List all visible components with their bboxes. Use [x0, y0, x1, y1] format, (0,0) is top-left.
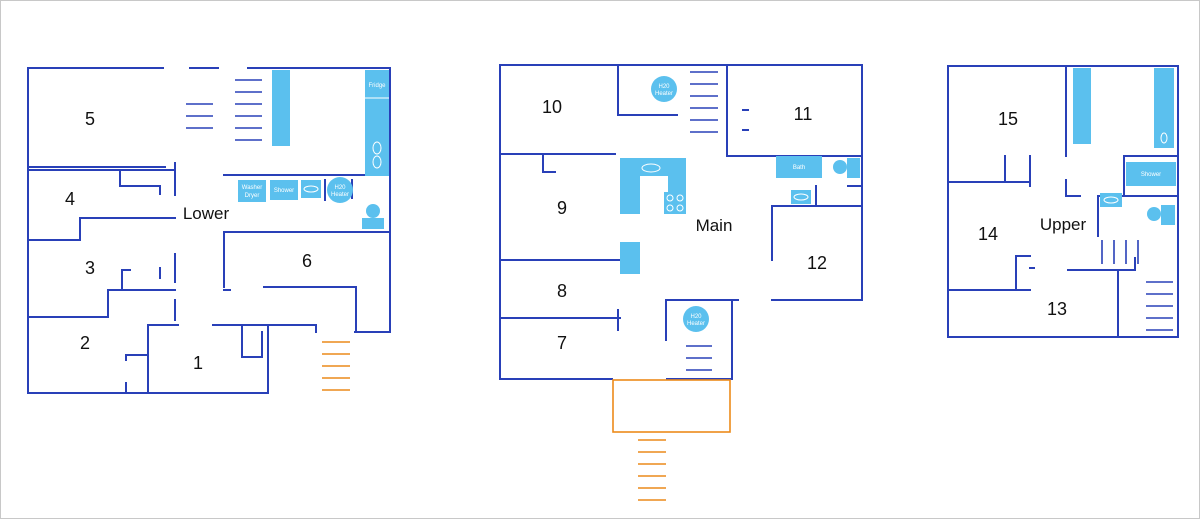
kitchen-counter-icon — [620, 158, 686, 214]
room-9-label: 9 — [557, 198, 567, 218]
room-6-label: 6 — [302, 251, 312, 271]
lower-floor-plan: Fridge Washer Dryer Shower H20 Heater 5 … — [27, 67, 391, 394]
water-heater-icon — [683, 306, 709, 332]
lower-exterior-stairs — [322, 341, 350, 391]
sink-icon — [301, 180, 321, 198]
sink-icon — [791, 190, 811, 204]
lower-heater-label: Heater — [331, 192, 349, 198]
main-floor-label: Main — [696, 216, 733, 235]
upper-floor-plan: Shower 15 14 13 Upper — [947, 65, 1179, 338]
room-4-label: 4 — [65, 189, 75, 209]
bath-label: Bath — [793, 165, 805, 171]
upper-floor-label: Upper — [1040, 215, 1087, 234]
toilet-icon — [1147, 207, 1161, 221]
deck — [612, 379, 731, 433]
shower-stall-icon — [1154, 68, 1174, 148]
room-11-label: 11 — [794, 104, 813, 124]
lower-interior-stairs — [186, 79, 262, 141]
water-heater-icon — [651, 76, 677, 102]
room-14-label: 14 — [978, 224, 998, 244]
fridge-icon — [365, 70, 389, 176]
main-heater-label-2: Heater — [687, 321, 705, 327]
lower-shower-label: Shower — [274, 188, 294, 194]
stove-icon — [664, 192, 686, 214]
room-3-label: 3 — [85, 258, 95, 278]
island-icon — [620, 242, 640, 274]
shower-icon — [270, 180, 298, 200]
room-1-label: 1 — [193, 353, 203, 373]
fridge-label: Fridge — [368, 83, 386, 89]
room-2-label: 2 — [80, 333, 90, 353]
upper-shower-label: Shower — [1141, 172, 1161, 178]
room-15-label: 15 — [998, 109, 1018, 129]
room-5-label: 5 — [85, 109, 95, 129]
lower-floor-label: Lower — [183, 204, 230, 223]
room-8-label: 8 — [557, 281, 567, 301]
toilet-icon — [833, 160, 847, 174]
shower-icon — [1126, 162, 1176, 186]
toilet-icon — [366, 204, 380, 218]
dryer-label: Dryer — [245, 193, 260, 199]
room-13-label: 13 — [1047, 299, 1067, 319]
washer-dryer-icon — [238, 180, 266, 202]
main-interior-stairs — [686, 71, 718, 371]
upper-interior-stairs — [1101, 240, 1173, 331]
sink-icon — [1100, 193, 1122, 207]
washer-label: Washer — [242, 185, 262, 191]
room-12-label: 12 — [807, 253, 827, 273]
room-10-label: 10 — [542, 97, 562, 117]
room-7-label: 7 — [557, 333, 567, 353]
lower-h2o-label: H20 — [334, 185, 346, 191]
main-deck-and-stairs — [612, 379, 731, 501]
main-heater-label-1: Heater — [655, 91, 673, 97]
main-h2o-label-2: H20 — [690, 314, 702, 320]
main-floor-plan: H20 Heater Bath H20 Heater 10 11 9 12 8 … — [499, 64, 863, 501]
bathtub-icon — [776, 156, 822, 178]
counter-icon — [272, 70, 290, 146]
main-h2o-label-1: H20 — [658, 84, 670, 90]
counter-icon — [1073, 68, 1091, 144]
water-heater-icon — [327, 177, 353, 203]
